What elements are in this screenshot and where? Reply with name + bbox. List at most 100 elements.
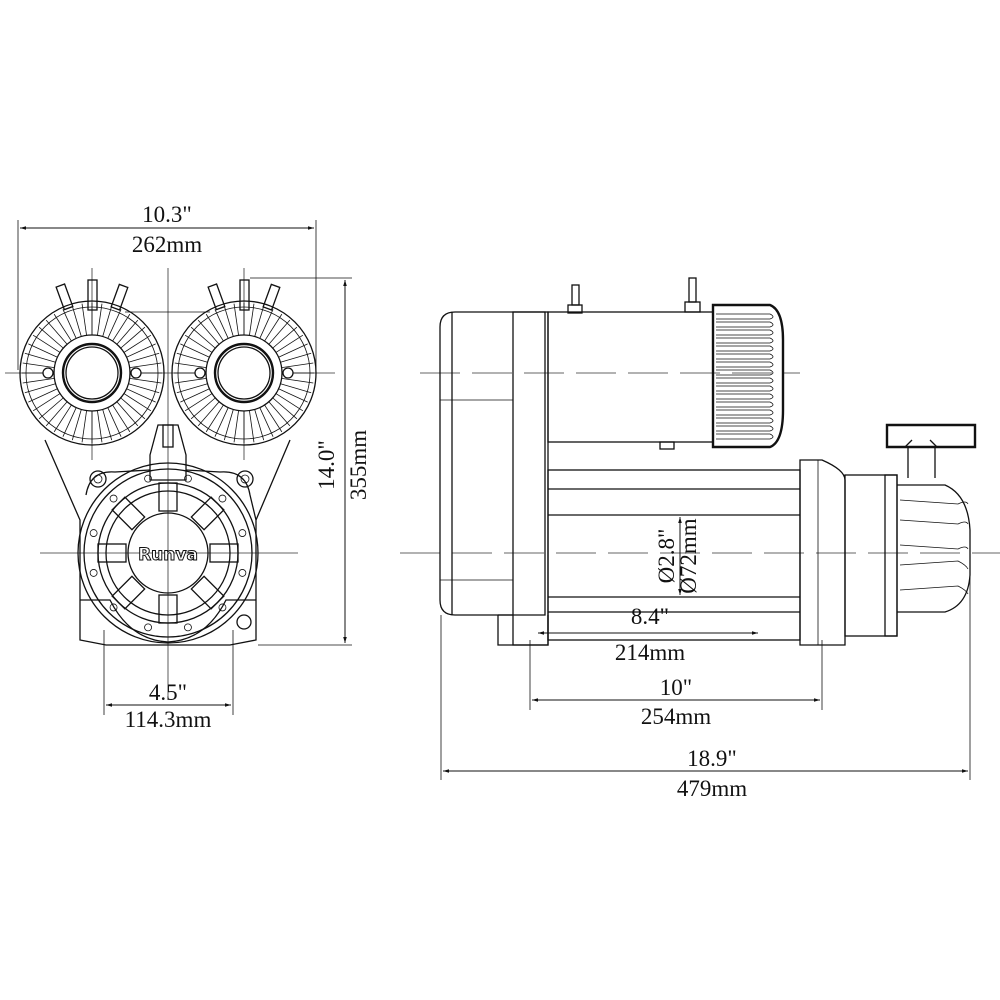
cap-rib [899,560,969,570]
fan-fin [281,378,314,384]
fan-fin [190,326,216,349]
bolt-hole [144,623,152,632]
bolt-hole [238,529,247,537]
total-length-inches: 18.9" [687,746,737,771]
fan-fin [716,393,774,400]
fan-fin [272,397,298,420]
fan-fin [126,343,156,358]
fan-rim [19,300,165,446]
gearbox-rib [97,543,127,563]
terminal-posts [55,279,281,311]
gearbox-bolt-holes [89,474,247,632]
fan-fin [281,362,314,368]
fan-fin [129,362,162,368]
gearbox-housing [77,462,259,644]
fan-fin [716,377,774,384]
fan-fin [275,334,304,353]
bolt-hole [238,569,247,577]
fan-fin [180,388,210,403]
gearbox-ribs [97,482,239,624]
fan-fin [38,397,64,420]
fan-fin [716,329,774,336]
front-width-mm: 262mm [132,232,202,257]
cap-rib [899,519,969,525]
fan-fin [716,321,774,328]
fan-fin [716,337,774,344]
front-mount-dimension [103,630,234,715]
fan-fin [716,361,774,368]
bolt-hole [218,603,227,612]
fan-fin [272,326,298,349]
gearbox-rib [190,496,225,531]
total-length-mm: 479mm [677,776,747,801]
fan-fin [716,425,774,432]
fan-fin [264,404,283,433]
drum-diameter-inches: Ø2.8" [654,529,679,584]
bolt-hole [109,603,118,612]
fan-fin [62,407,77,437]
motor-fan-side [716,313,774,440]
drum-length-inches: 8.4" [631,604,669,629]
fan-fin [28,388,58,403]
fan-fin [716,401,774,408]
fan-fin [116,401,139,427]
fan-fin [81,410,87,443]
fan-fin [120,397,146,420]
fan-fin [112,313,131,342]
fan-fin [716,385,774,392]
fan-fin [268,319,291,345]
fan-fin [716,417,774,424]
fan-fin [180,343,210,358]
fan-fin [259,407,274,437]
cap-rib [899,544,969,550]
bolt-hole [218,494,227,503]
fan-bolt [130,367,142,379]
clutch-knob [149,424,187,481]
fan-fin [24,383,56,394]
front-mount-inches: 4.5" [149,680,187,705]
fan-fin [128,383,160,394]
fan-fin [126,388,156,403]
fan-fin [280,352,312,363]
fan-fin [233,303,239,336]
fan-fin [129,378,162,384]
fan-fin [716,345,774,352]
fan-fin [275,393,304,412]
fan-fin [190,397,216,420]
mount-spacing-mm: 254mm [641,704,711,729]
fan-fin [174,378,207,384]
fan-fin [214,407,229,437]
fan-hub [213,342,275,404]
fan-fin [81,303,87,336]
front-width-dimension [17,220,317,370]
front-width-inches: 10.3" [142,202,192,227]
fan-fin [102,305,113,337]
fan-fin [249,303,255,336]
mount-spacing-dimension [529,640,823,710]
fan-fin [254,305,265,337]
fan-fin [45,401,68,427]
fan-fin [223,305,234,337]
fan-bolt [194,367,206,379]
gearbox-rib [190,575,225,610]
front-view: Runva 10.3" 262mm 14.0" 355mm 4.5" 114.3… [5,202,371,732]
fan-fin [184,393,213,412]
fan-fin [32,393,61,412]
gearbox-rib [158,482,178,512]
fan-fin [128,352,160,363]
drum-length-mm: 214mm [615,640,685,665]
fan-fin [716,409,774,416]
end-cap [897,484,971,613]
fan-fin [22,362,55,368]
fan-fin [223,409,234,441]
gear-housing [844,474,898,637]
gearbox-rib [111,496,146,531]
fan-fin [278,388,308,403]
clutch-cap-ribs [899,499,969,595]
fan-fin [107,309,122,339]
fan-fin [102,409,113,441]
cap-rib [899,585,969,595]
fan-bolt [282,367,294,379]
fan-hub [61,342,123,404]
